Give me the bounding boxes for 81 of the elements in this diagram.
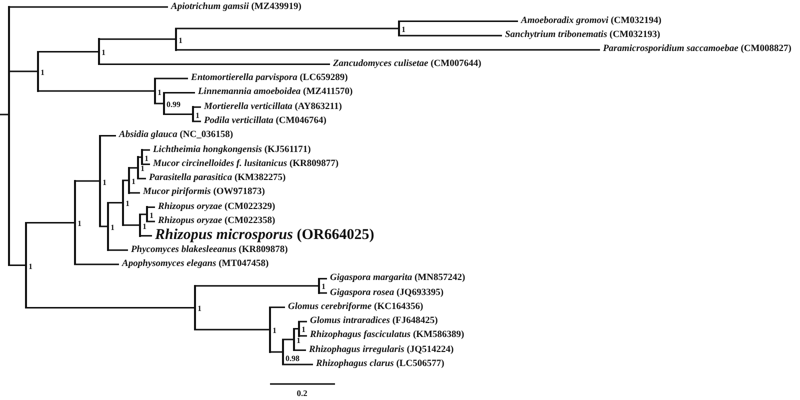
branch-line [175, 28, 398, 30]
support-value: 0.98 [286, 354, 300, 363]
scale-value: 0.2 [296, 389, 308, 398]
support-value: 1 [132, 178, 136, 186]
branch-line [107, 249, 128, 251]
branch-line [8, 264, 25, 266]
support-value: 1 [142, 222, 146, 231]
branch-line [282, 338, 293, 340]
support-value: 1 [402, 26, 406, 34]
branch-line [8, 6, 168, 8]
taxon-label: Gigaspora rosea (JQ693395) [327, 288, 444, 298]
branch-line [8, 70, 37, 72]
branch-line [74, 264, 119, 266]
taxon-label: Glomus cerebriforme (KC164356) [285, 302, 424, 313]
taxon-label: Rhizopus oryzae (CM022329) [155, 202, 276, 213]
support-value: 1 [102, 49, 106, 58]
support-value: 1 [198, 305, 202, 314]
taxon-label: Phycomyces blakesleeanus (KR809878) [128, 244, 288, 256]
support-value: 1 [144, 154, 148, 163]
taxon-label: Rhizopus oryzae (CM022358) [155, 216, 276, 227]
taxon-label: Sanchytrium tribonematis (CM032193) [502, 30, 660, 42]
branch-line [163, 92, 195, 94]
branch-line [37, 90, 154, 92]
support-value: 1 [158, 88, 162, 96]
taxon-label: Mucor piriformis (OW971873) [140, 187, 265, 198]
taxon-label: Paramicrosporidium saccamoebae (CM008827) [600, 44, 792, 56]
branch-line [398, 34, 502, 36]
support-value: 0.99 [166, 101, 180, 110]
taxon-label: Podila verticillata (CM046764) [201, 116, 326, 127]
branch-line [107, 202, 122, 204]
support-value: 1 [178, 36, 182, 45]
taxon-label: Lichtheimia hongkongensis (KJ561171) [150, 144, 311, 156]
branch-line [25, 307, 194, 308]
support-value: 1 [40, 68, 44, 77]
support-value: 1 [140, 165, 144, 174]
taxon-label: Absidia glauca (NC_036158) [116, 130, 234, 142]
support-value: 1 [296, 336, 300, 345]
branch-line [398, 20, 518, 22]
taxon-label: Glomus intraradices (FJ648425) [307, 316, 438, 328]
branch-line [25, 222, 74, 224]
support-value: 1 [302, 326, 306, 334]
taxon-label: Apiotrichum gamsii (MZ439919) [168, 2, 302, 12]
taxon-label: Mortierella verticillata (AY863211) [201, 102, 342, 113]
support-value: 1 [150, 212, 154, 220]
support-value: 1 [272, 327, 276, 336]
support-value: 1 [102, 178, 106, 187]
branch-line [98, 63, 330, 65]
taxon-label: Rhizophagus fasciculatus (KM586389) [307, 330, 464, 342]
branch-line [194, 285, 318, 287]
branch-line [154, 78, 188, 80]
branch-line [194, 328, 269, 330]
branch-line [269, 351, 282, 353]
support-value: 1 [110, 224, 114, 232]
taxon-label: Zancudomyces culisetae (CM007644) [330, 58, 482, 70]
branch-line [37, 50, 98, 52]
support-value: 1 [322, 283, 326, 292]
taxon-label: Rhizopus microsporus (OR664025) [152, 227, 374, 244]
taxon-label: Linnemannia amoeboidea (MZ411570) [195, 87, 353, 98]
branch-line [163, 114, 192, 115]
taxon-label: Entomortierella parvispora (LC659289) [188, 73, 348, 84]
branch-line [0, 114, 8, 116]
taxon-label: Mucor circinelloides f. lusitanicus (KR809877) [150, 158, 339, 170]
branch-line [74, 180, 99, 182]
taxon-label: Amoeboradix gromovi (CM032194) [518, 16, 662, 27]
taxon-label: Apophysomyces elegans (MT047458) [119, 258, 269, 270]
branch-line [282, 364, 313, 366]
support-value: 1 [196, 112, 200, 120]
branch-line [269, 306, 285, 308]
branch-line [175, 49, 600, 51]
taxon-label: Gigaspora margarita (MN857242) [327, 273, 466, 284]
branch-line [99, 134, 116, 136]
support-value: 1 [126, 200, 130, 208]
taxon-label: Rhizophagus irregularis (JQ514224) [306, 344, 454, 356]
support-value: 1 [28, 262, 32, 271]
taxon-label: Rhizophagus clarus (LC506577) [313, 359, 444, 370]
taxon-label: Parasitella parasitica (KM382275) [146, 173, 286, 184]
branch-line [293, 349, 306, 351]
branch-line [98, 38, 175, 40]
branch-line [139, 235, 152, 237]
support-value: 1 [78, 220, 82, 228]
branch-line [122, 224, 139, 226]
